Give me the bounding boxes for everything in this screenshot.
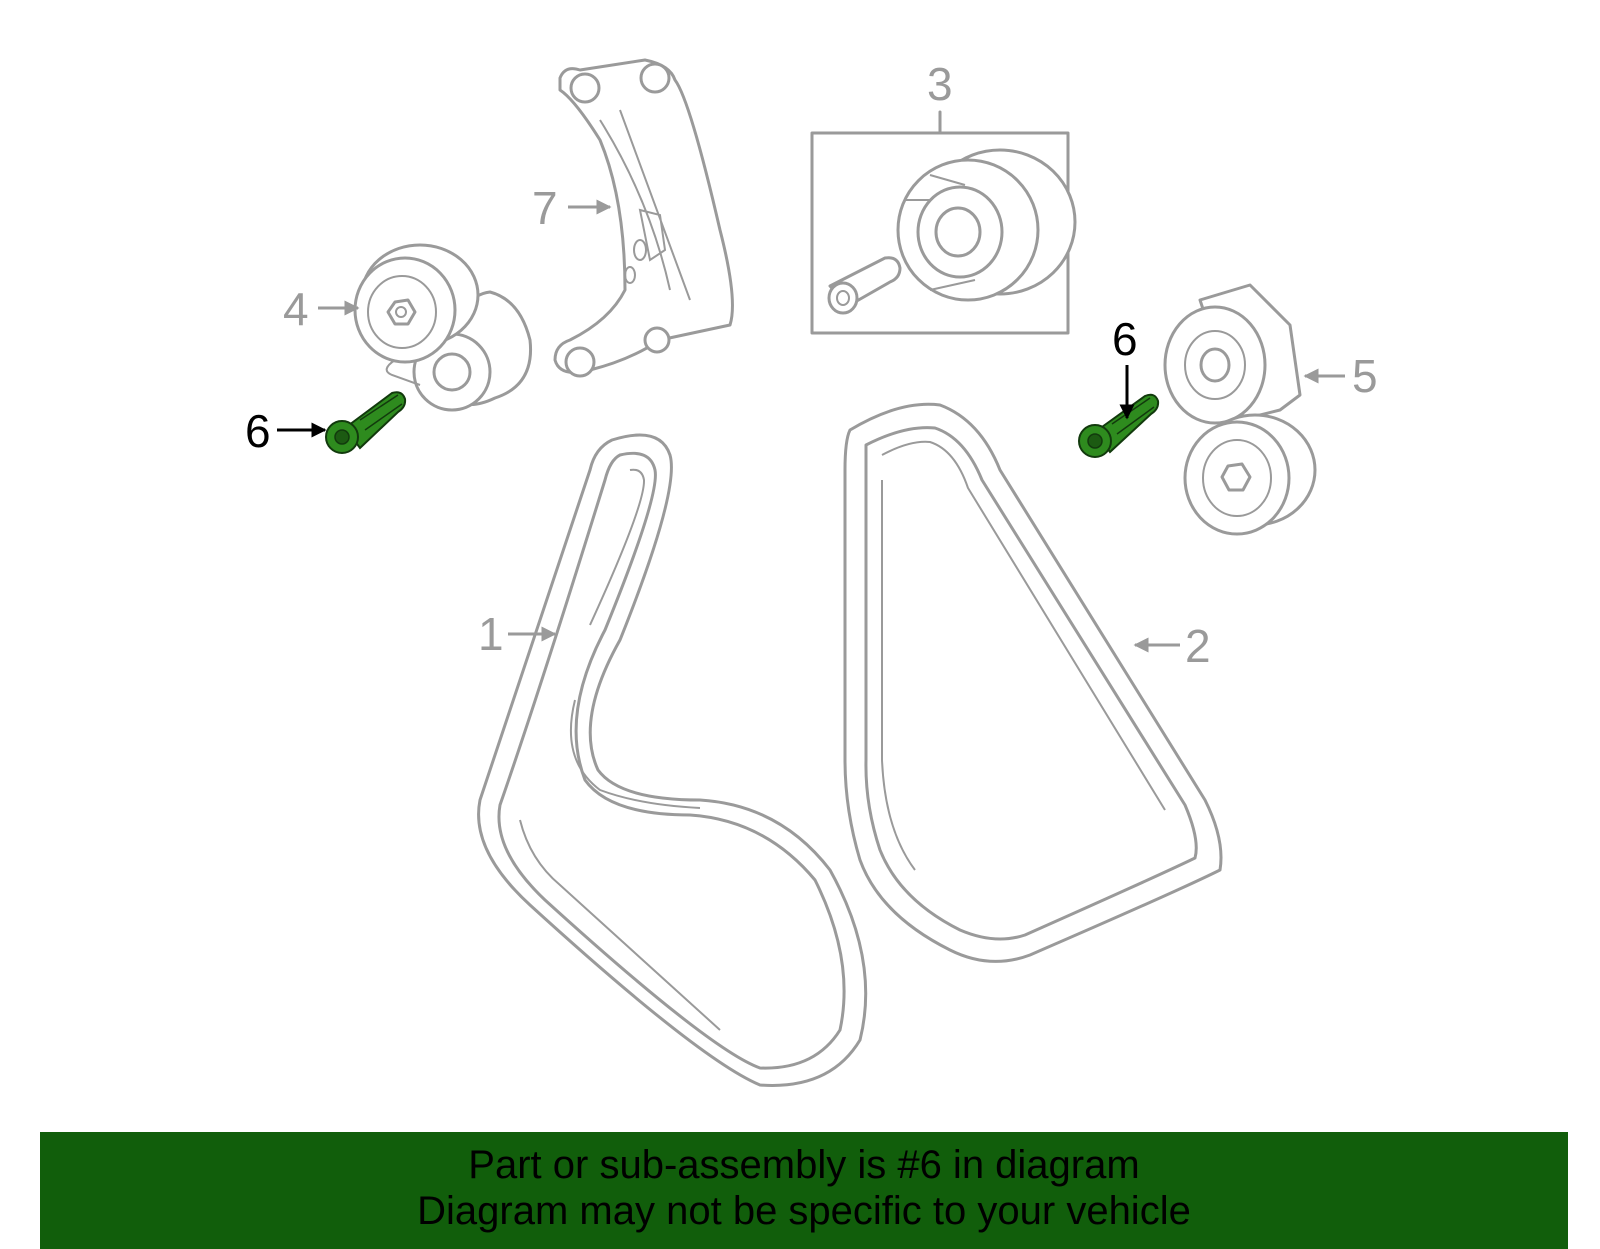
callout-4: 4 — [283, 283, 309, 335]
callout-2: 2 — [1185, 620, 1211, 672]
banner-line-1: Part or sub-assembly is #6 in diagram — [468, 1143, 1140, 1187]
tensioner-4[interactable] — [353, 243, 533, 412]
tensioner-5[interactable] — [1163, 283, 1317, 536]
bracket-7[interactable] — [553, 58, 734, 378]
banner-line-2: Diagram may not be specific to your vehi… — [417, 1189, 1191, 1233]
idler-bolt — [827, 256, 902, 315]
callout-3: 3 — [927, 58, 953, 110]
bolt-6-left[interactable] — [325, 391, 407, 454]
callout-7: 7 — [532, 182, 558, 234]
bolt-6-right[interactable] — [1078, 393, 1160, 458]
idler-pulley — [896, 148, 1077, 302]
callout-6-left: 6 — [245, 405, 271, 457]
belt-1[interactable] — [477, 433, 868, 1087]
idler-kit-3[interactable] — [810, 110, 1077, 335]
parts-diagram: 1 2 3 4 5 7 6 6 — [245, 58, 1378, 1087]
belt-2[interactable] — [843, 402, 1223, 963]
info-banner: Part or sub-assembly is #6 in diagram Di… — [40, 1132, 1568, 1249]
callout-1: 1 — [478, 608, 504, 660]
callout-6-right: 6 — [1112, 313, 1138, 365]
callout-5: 5 — [1352, 350, 1378, 402]
